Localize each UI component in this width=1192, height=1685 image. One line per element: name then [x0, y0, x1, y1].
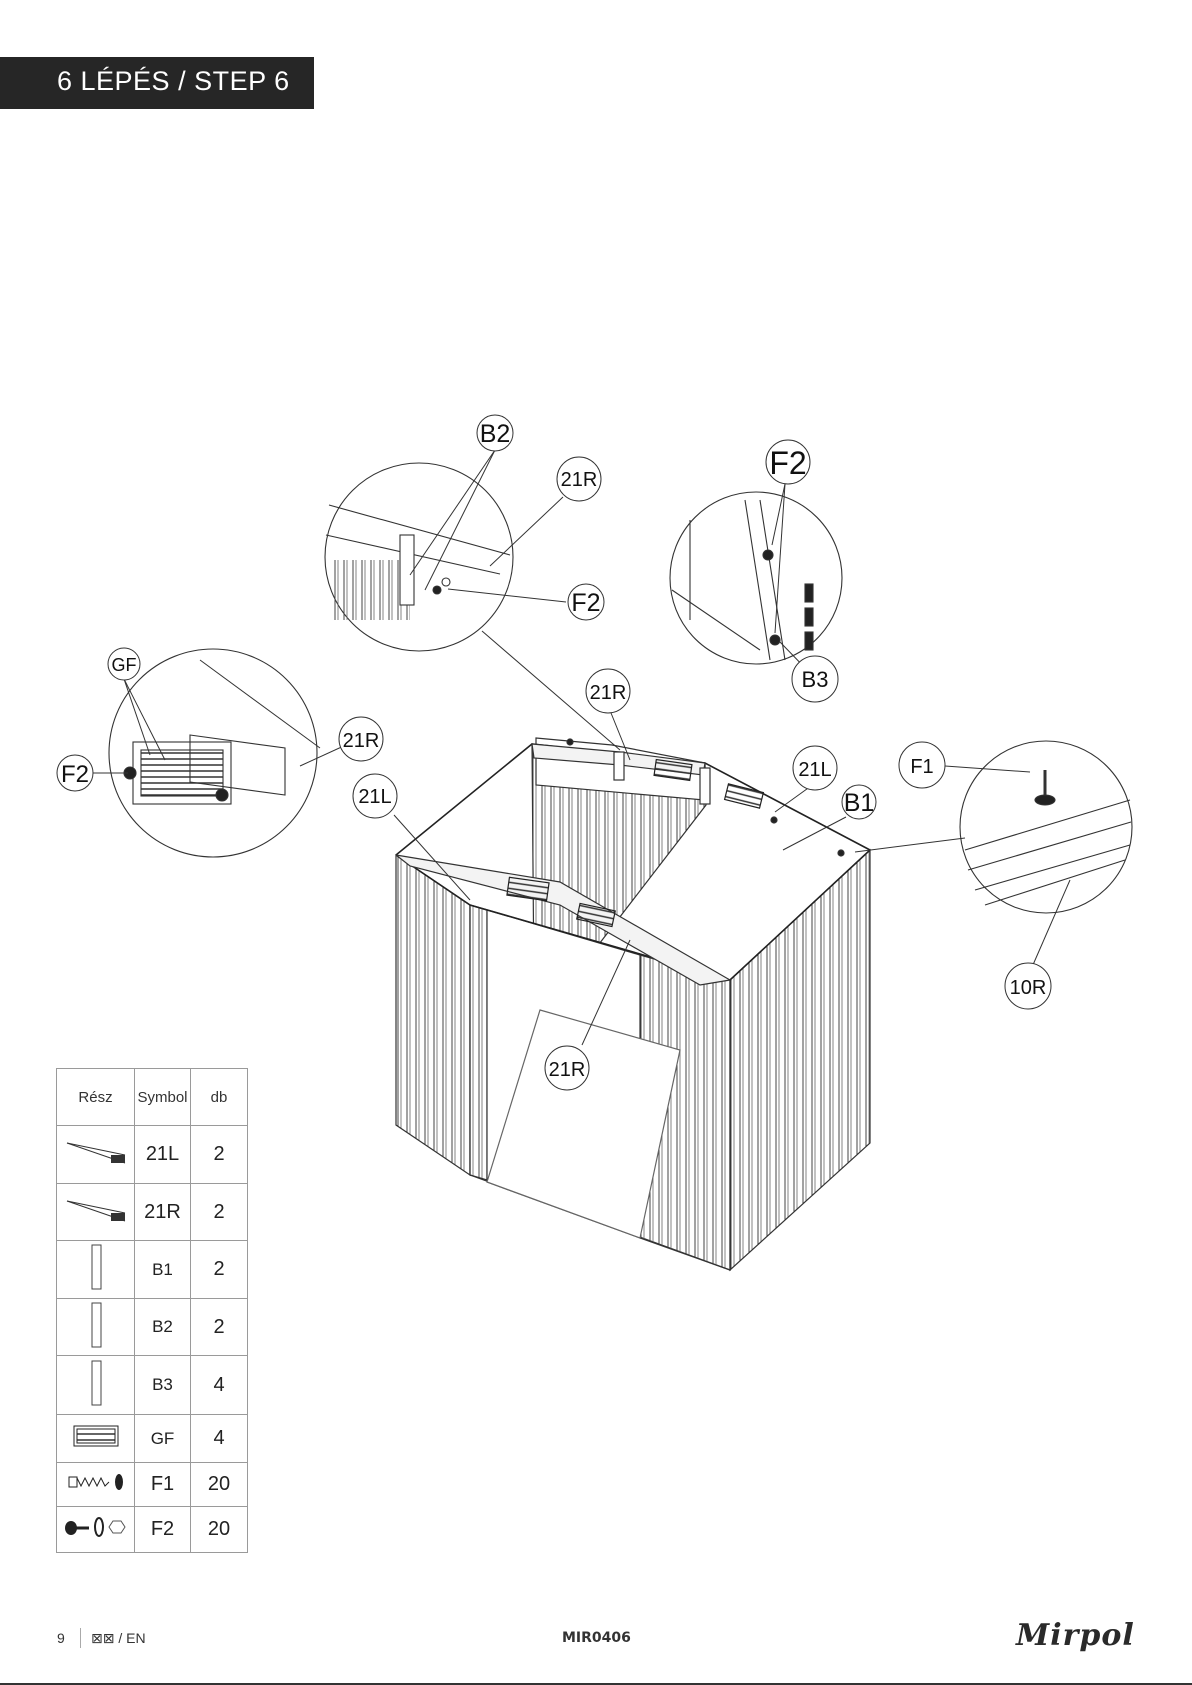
svg-text:B3: B3: [802, 667, 829, 692]
callout-21r-center: 21R: [586, 669, 630, 713]
svg-text:F2: F2: [61, 761, 89, 788]
callout-f1: F1: [899, 742, 945, 788]
header-qty: db: [191, 1069, 248, 1126]
row-symbol: 21R: [135, 1184, 191, 1241]
callout-21r-left: 21R: [339, 717, 383, 761]
table-row: F1 20: [57, 1463, 248, 1507]
svg-text:B1: B1: [844, 789, 875, 817]
footer-divider: [80, 1628, 81, 1648]
row-qty: 2: [191, 1184, 248, 1241]
detail-circle-gf: [109, 649, 317, 857]
svg-text:21R: 21R: [561, 469, 598, 491]
detail-circle-f1: [960, 741, 1132, 913]
row-qty: 2: [191, 1299, 248, 1356]
roof-beam-right-icon: [57, 1184, 135, 1241]
bolt-nut-washer-icon: [57, 1507, 135, 1553]
callout-f2-mid: F2: [568, 584, 604, 620]
callout-gf: GF: [108, 648, 140, 680]
self-tapping-screw-icon: [57, 1463, 135, 1507]
bracket-icon: [57, 1299, 135, 1356]
svg-text:21R: 21R: [549, 1059, 586, 1081]
row-qty: 4: [191, 1415, 248, 1463]
table-row: 21R 2: [57, 1184, 248, 1241]
row-symbol: F1: [135, 1463, 191, 1507]
row-qty: 4: [191, 1356, 248, 1415]
header-part: Rész: [57, 1069, 135, 1126]
product-code: MIR0406: [562, 1630, 631, 1646]
svg-text:B2: B2: [480, 420, 511, 448]
svg-text:21R: 21R: [590, 682, 627, 704]
roof-beam-left-icon: [57, 1126, 135, 1184]
svg-text:10R: 10R: [1010, 977, 1047, 999]
brand-logo: Mirpol: [1016, 1618, 1135, 1653]
table-row: B1 2: [57, 1241, 248, 1299]
language-label: ⊠⊠ / EN: [91, 1630, 146, 1647]
svg-text:21R: 21R: [343, 730, 380, 752]
row-qty: 2: [191, 1126, 248, 1184]
row-qty: 20: [191, 1463, 248, 1507]
callout-f2-left: F2: [57, 755, 93, 791]
callout-b1: B1: [842, 785, 876, 819]
callout-21l-right: 21L: [793, 746, 837, 790]
detail-circle-b2: [325, 463, 513, 651]
callout-21r-bottom: 21R: [545, 1046, 589, 1090]
callout-b3: B3: [792, 656, 838, 702]
page-number: 9: [57, 1630, 65, 1646]
table-row: B3 4: [57, 1356, 248, 1415]
row-qty: 2: [191, 1241, 248, 1299]
svg-text:F1: F1: [910, 756, 933, 778]
detail-circle-b3: [670, 492, 842, 664]
svg-text:GF: GF: [112, 655, 137, 675]
table-row: F2 20: [57, 1507, 248, 1553]
callout-10r: 10R: [1005, 963, 1051, 1009]
bracket-icon: [57, 1356, 135, 1415]
svg-text:21L: 21L: [358, 786, 391, 808]
row-symbol: B2: [135, 1299, 191, 1356]
vent-grille-icon: [57, 1415, 135, 1463]
row-symbol: B1: [135, 1241, 191, 1299]
row-symbol: 21L: [135, 1126, 191, 1184]
bracket-icon: [57, 1241, 135, 1299]
parts-table: Rész Symbol db 21L 2 21R 2 B1 2 B2 2 B3: [56, 1068, 248, 1553]
row-symbol: B3: [135, 1356, 191, 1415]
svg-text:F2: F2: [571, 589, 600, 617]
table-row: 21L 2: [57, 1126, 248, 1184]
callout-f2-top: F2: [766, 440, 810, 484]
header-symbol: Symbol: [135, 1069, 191, 1126]
table-row: B2 2: [57, 1299, 248, 1356]
callout-21l-left: 21L: [353, 774, 397, 818]
svg-text:F2: F2: [769, 445, 806, 481]
table-row: GF 4: [57, 1415, 248, 1463]
row-symbol: F2: [135, 1507, 191, 1553]
parts-table-header: Rész Symbol db: [57, 1069, 248, 1126]
row-symbol: GF: [135, 1415, 191, 1463]
callout-b2: B2: [477, 415, 513, 451]
row-qty: 20: [191, 1507, 248, 1553]
callout-21r-top: 21R: [557, 457, 601, 501]
svg-text:21L: 21L: [798, 759, 831, 781]
shed-illustration: [396, 738, 870, 1270]
